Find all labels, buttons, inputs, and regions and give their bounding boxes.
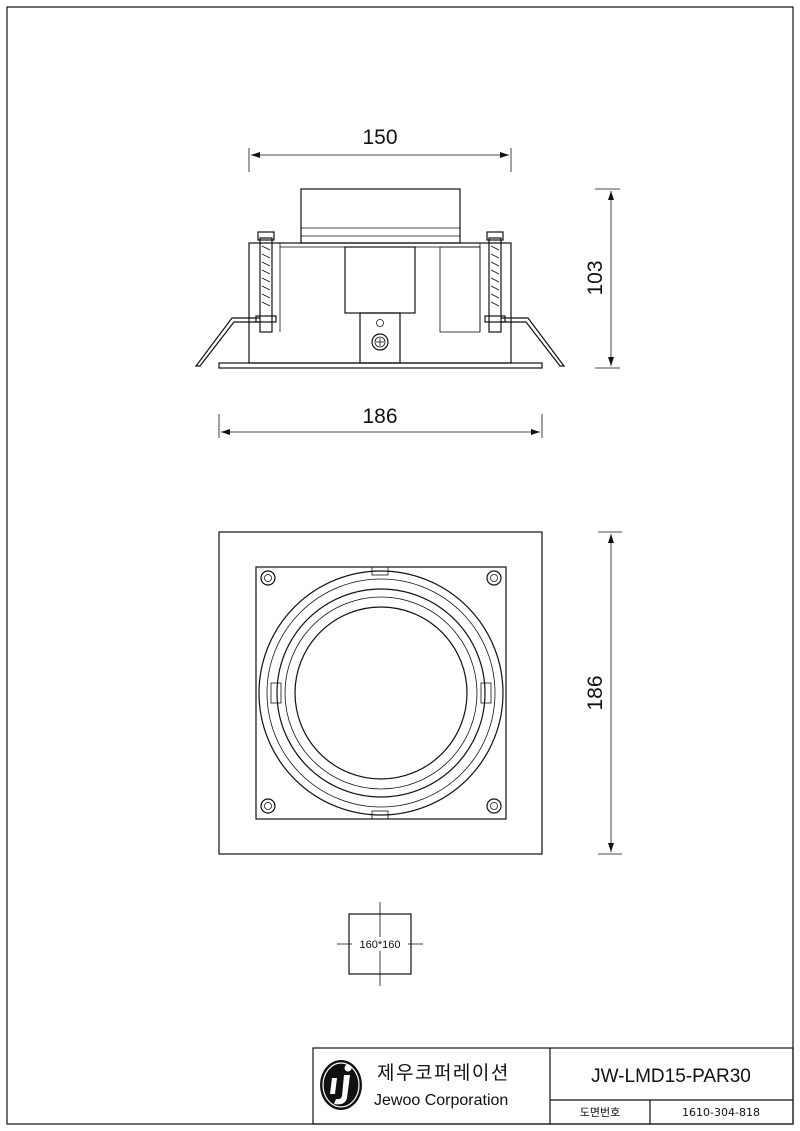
corner-screw-icon bbox=[260, 570, 502, 814]
spring-clip-right bbox=[501, 317, 566, 367]
side-view: 150 bbox=[194, 126, 620, 438]
trim-inner bbox=[255, 566, 507, 820]
company-name-english: Jewoo Corporation bbox=[374, 1092, 508, 1109]
front-view: 186 bbox=[218, 531, 622, 855]
adjust-screw-icon bbox=[371, 333, 389, 351]
company-name-korean: 제우코퍼레이션 bbox=[377, 1062, 510, 1084]
sheet-border bbox=[6, 6, 794, 1125]
cutout-view: 160*160 bbox=[337, 902, 423, 986]
driver-box bbox=[300, 188, 461, 244]
trim-outer bbox=[218, 531, 543, 855]
title-block: 제우코퍼레이션 Jewoo Corporation JW-LMD15-PAR30… bbox=[312, 1047, 794, 1125]
model-number: JW-LMD15-PAR30 bbox=[591, 1066, 751, 1087]
lamp-ring-outer bbox=[258, 570, 504, 816]
dim-width-bottom: 186 bbox=[362, 405, 397, 428]
socket bbox=[344, 246, 416, 314]
threaded-rod-right bbox=[488, 237, 502, 333]
dim-width-top: 150 bbox=[362, 126, 397, 149]
dim-front-height: 186 bbox=[584, 675, 607, 710]
drawing-number-label: 도면번호 bbox=[580, 1106, 620, 1119]
drawing-number: 1610-304-818 bbox=[682, 1106, 760, 1119]
cutout-label: 160*160 bbox=[360, 939, 401, 951]
company-logo bbox=[320, 1060, 362, 1110]
spring-clip-left bbox=[194, 317, 260, 367]
flange bbox=[218, 362, 543, 369]
lamp-lens bbox=[294, 606, 468, 780]
dim-height: 103 bbox=[584, 260, 607, 295]
threaded-rod-left bbox=[259, 237, 273, 333]
